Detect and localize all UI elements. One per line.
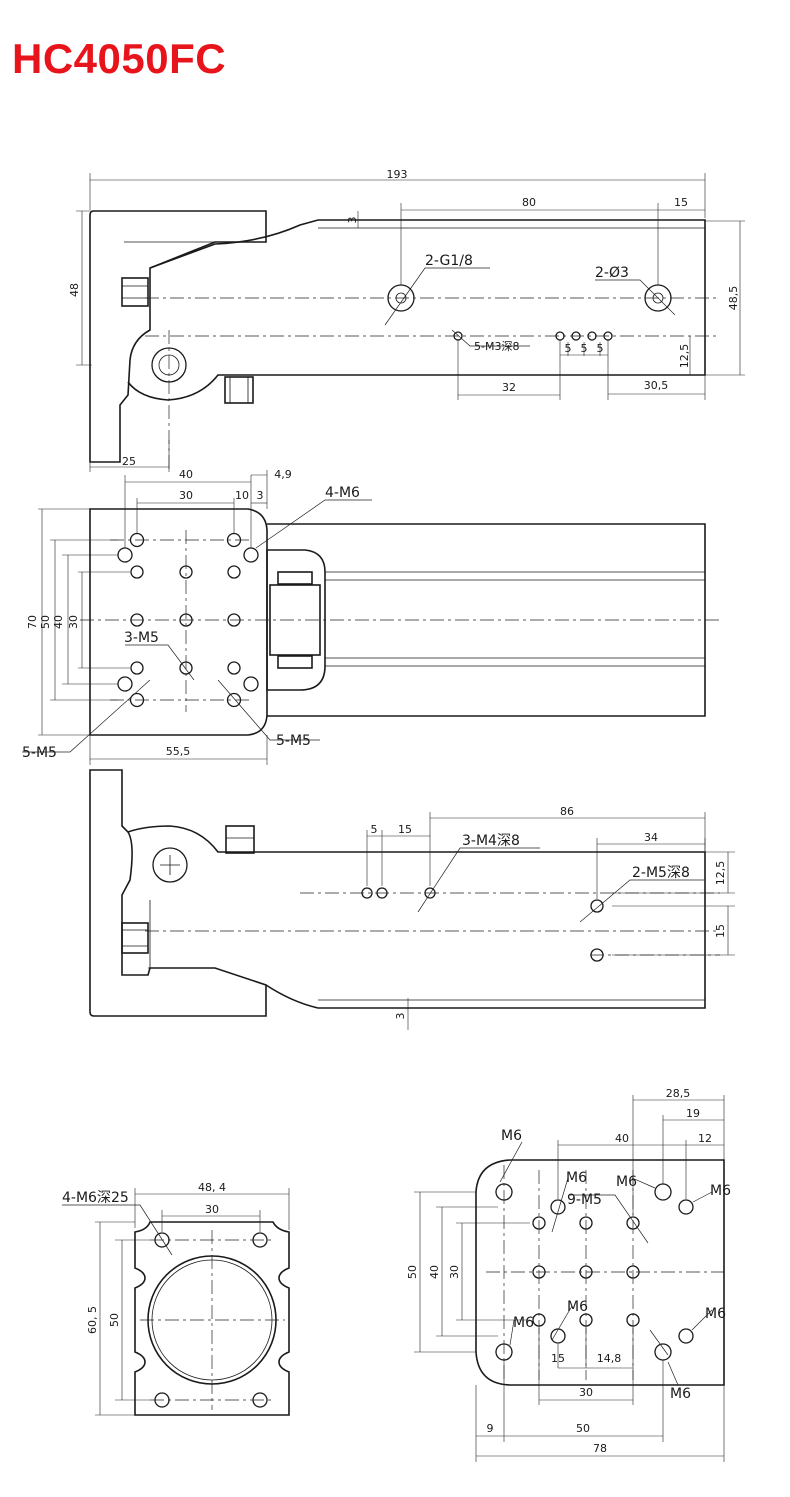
dim-3: 3 (346, 217, 359, 224)
dim-3: 3 (394, 1013, 407, 1020)
dim-19: 19 (686, 1107, 700, 1120)
dim-5: 5 (371, 823, 378, 836)
dim-40: 40 (179, 468, 193, 481)
fitting-left (121, 277, 149, 307)
dim-48-4: 48, 4 (198, 1181, 226, 1194)
dim-48-5: 48,5 (727, 286, 740, 311)
pivot-pin (152, 847, 188, 883)
label-m6: M6 (670, 1386, 691, 1402)
fitting-bottom (224, 376, 254, 404)
dim-14-8: 14,8 (597, 1352, 622, 1365)
dim-10: 10 (235, 489, 249, 502)
gripper-plate (89, 508, 268, 736)
dim-28-5: 28,5 (666, 1087, 691, 1100)
dim-30-v: 30 (67, 615, 80, 629)
dim-60-5: 60, 5 (86, 1306, 99, 1334)
pivot-cap (277, 571, 313, 585)
dim-78: 78 (593, 1442, 607, 1455)
dim-86: 86 (560, 805, 574, 818)
label-m6: M6 (566, 1170, 587, 1186)
mount-bracket (89, 210, 267, 463)
label-5-m3: 5-M3深8 (474, 340, 519, 353)
label-5-m5-right: 5-M5 (276, 733, 311, 749)
label-m6: M6 (705, 1306, 726, 1322)
mount-bracket (89, 769, 267, 1017)
dim-50: 50 (576, 1422, 590, 1435)
body-outline (127, 825, 706, 1009)
label-5-m5-left: 5-M5 (22, 745, 57, 761)
label-3-m5: 3-M5 (124, 630, 159, 646)
pivot-block (269, 584, 321, 656)
label-4-m6: 4-M6 (325, 485, 360, 501)
dim-5: 5 (565, 342, 572, 355)
dim-50-v: 50 (406, 1265, 419, 1279)
label-9-m5: 9-M5 (567, 1192, 602, 1208)
dim-15: 15 (551, 1352, 565, 1365)
dim-30-5: 30,5 (644, 379, 669, 392)
dim-40-v: 40 (52, 615, 65, 629)
label-3-m4: 3-M4深8 (462, 833, 520, 849)
dim-50: 50 (108, 1313, 121, 1327)
dim-40-v: 40 (428, 1265, 441, 1279)
product-title: HC4050FC (12, 35, 227, 82)
label-2-d3: 2-Ø3 (595, 265, 629, 281)
label-m6: M6 (616, 1174, 637, 1190)
jaw-plate (475, 1159, 725, 1386)
dim-34: 34 (644, 831, 658, 844)
dim-48: 48 (68, 283, 81, 297)
end-plate (134, 1221, 290, 1416)
dim-12-5: 12,5 (678, 344, 691, 369)
label-m6: M6 (567, 1299, 588, 1315)
dim-30-v: 30 (448, 1265, 461, 1279)
dim-70: 70 (26, 615, 39, 629)
dim-30: 30 (579, 1386, 593, 1399)
dim-5: 5 (597, 342, 604, 355)
view-side-opposite: 86 5 15 34 12,5 15 3 3-M4深8 2-M5深8 (89, 769, 735, 1030)
dim-15: 15 (674, 196, 688, 209)
dim-3: 3 (257, 489, 264, 502)
view-top: 40 4,9 30 10 3 70 50 40 30 55,5 4-M6 3-M… (22, 468, 720, 765)
dim-50: 50 (39, 615, 52, 629)
label-m6: M6 (513, 1315, 534, 1331)
dim-9: 9 (487, 1422, 494, 1435)
label-m6: M6 (501, 1128, 522, 1144)
dim-40: 40 (615, 1132, 629, 1145)
dim-12-5: 12,5 (714, 861, 727, 886)
dim-5: 5 (581, 342, 588, 355)
fitting-left (121, 922, 149, 954)
view-end-face: 48, 4 30 60, 5 50 4-M6深25 (62, 1181, 290, 1416)
label-2-g18: 2-G1/8 (425, 253, 473, 269)
pivot-housing (266, 549, 326, 691)
dim-4-9: 4,9 (274, 468, 292, 481)
dim-193: 193 (387, 168, 408, 181)
dim-30: 30 (205, 1203, 219, 1216)
dim-25: 25 (122, 455, 136, 468)
dim-55-5: 55,5 (166, 745, 191, 758)
dim-12: 12 (698, 1132, 712, 1145)
label-m6: M6 (710, 1183, 731, 1199)
label-2-m5: 2-M5深8 (632, 865, 690, 881)
view-jaw-face: 28,5 19 40 12 50 40 30 15 14,8 30 9 50 7… (406, 1087, 731, 1462)
dim-15-v: 15 (714, 924, 727, 938)
dim-15: 15 (398, 823, 412, 836)
thread-hole (590, 899, 604, 913)
label-4-m6-depth: 4-M6深25 (62, 1190, 129, 1206)
fitting-top (225, 825, 255, 854)
dim-32: 32 (502, 381, 516, 394)
view-side-elevation: 193 80 15 3 48 48,5 12,5 32 30,5 25 5 5 … (68, 168, 745, 472)
dim-80: 80 (522, 196, 536, 209)
body-outline (127, 219, 706, 401)
dim-30: 30 (179, 489, 193, 502)
